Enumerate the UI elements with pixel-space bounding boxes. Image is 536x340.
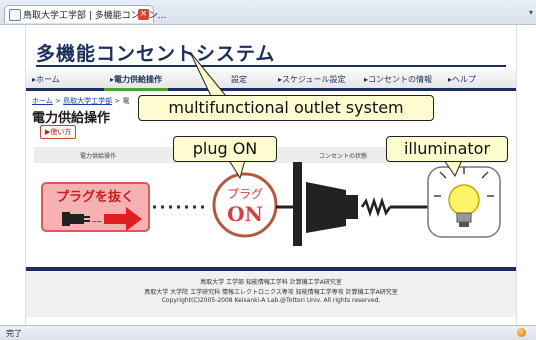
tab-bar: 鳥取大学工学部 | 多機能コンセン... × ▾ — [0, 0, 536, 25]
site-title: 多機能コンセントシステム — [36, 43, 276, 65]
unplug-plug-icon: ~~ — [62, 212, 102, 226]
footer-divider — [26, 267, 516, 271]
svg-text:~~: ~~ — [92, 217, 102, 226]
breadcrumb-home-link[interactable]: ホーム — [32, 97, 53, 105]
plug-status-indicator: プラグ ON — [212, 172, 278, 238]
browser-status-icon[interactable] — [517, 328, 526, 337]
plug-status-label: プラグ — [227, 187, 263, 201]
system-callout: multifunctional outlet system — [138, 95, 434, 121]
breadcrumb-current: 電 — [122, 97, 130, 105]
page-icon — [9, 9, 21, 21]
plug-callout: plug ON — [173, 136, 277, 162]
nav-help[interactable]: ▸ヘルプ — [448, 75, 477, 84]
page-content: 多機能コンセントシステム ▸ホーム ▸電力供給操作 設定 ▸スケジュール設定 ▸… — [25, 25, 517, 325]
breadcrumb-faculty-link[interactable]: 鳥取大学工学部 — [63, 97, 113, 105]
nav-power-supply[interactable]: ▸電力供給操作 — [110, 75, 163, 84]
outlet-icon — [276, 162, 428, 246]
power-control-column-label: 電力供給操作 — [80, 153, 117, 160]
tab-title: 鳥取大学工学部 | 多機能コンセン... — [23, 11, 167, 21]
status-bar: 完了 — [0, 325, 536, 340]
outlet-status-column-label: コンセントの状態 — [319, 153, 368, 160]
nav-outlet-info[interactable]: ▸コンセントの情報 — [364, 75, 433, 84]
illuminator-callout: illuminator — [386, 136, 508, 162]
title-divider — [36, 65, 506, 67]
footer-lab-line: 鳥取大学 工学部 知能情報工学科 計算機工学A研究室 — [200, 279, 342, 286]
footer: 鳥取大学 工学部 知能情報工学科 計算機工学A研究室 鳥取大学 大学院 工学研究… — [26, 271, 516, 317]
footer-graduate-line: 鳥取大学 大学院 工学研究科 情報エレクトロニクス専攻 知能情報工学専攻 計算機… — [144, 289, 398, 296]
browser-tab[interactable]: 鳥取大学工学部 | 多機能コンセン... × — [4, 5, 166, 23]
plug-status-value: ON — [227, 202, 263, 226]
nav-active-indicator — [104, 88, 168, 91]
nav-home[interactable]: ▸ホーム — [32, 75, 60, 84]
unplug-button[interactable]: プラグを抜く ~~ — [41, 182, 150, 232]
light-bulb-icon — [427, 166, 501, 238]
page-title: 電力供給操作 — [32, 111, 111, 126]
nav-schedule[interactable]: ▸スケジュール設定 — [278, 75, 346, 84]
arrow-right-icon — [104, 207, 142, 231]
breadcrumb-separator: > — [114, 97, 121, 105]
close-icon[interactable]: × — [138, 9, 149, 20]
status-text: 完了 — [6, 329, 22, 338]
main-navigation: ▸ホーム ▸電力供給操作 設定 ▸スケジュール設定 ▸コンセントの情報 ▸ヘルプ — [26, 69, 516, 91]
nav-settings[interactable]: 設定 — [231, 75, 247, 84]
breadcrumb-separator: > — [55, 97, 61, 105]
how-to-use-button[interactable]: ▶使い方 — [40, 125, 77, 139]
unplug-button-label: プラグを抜く — [56, 189, 134, 205]
chevron-down-icon[interactable]: ▾ — [528, 8, 533, 17]
breadcrumb: ホーム > 鳥取大学工学部 > 電 — [32, 96, 129, 106]
system-callout-pointer — [189, 51, 228, 97]
footer-copyright: Copyright(C)2005-2008 Keisanki-A Lab.@To… — [161, 297, 381, 304]
plug-status-ring — [212, 172, 278, 238]
